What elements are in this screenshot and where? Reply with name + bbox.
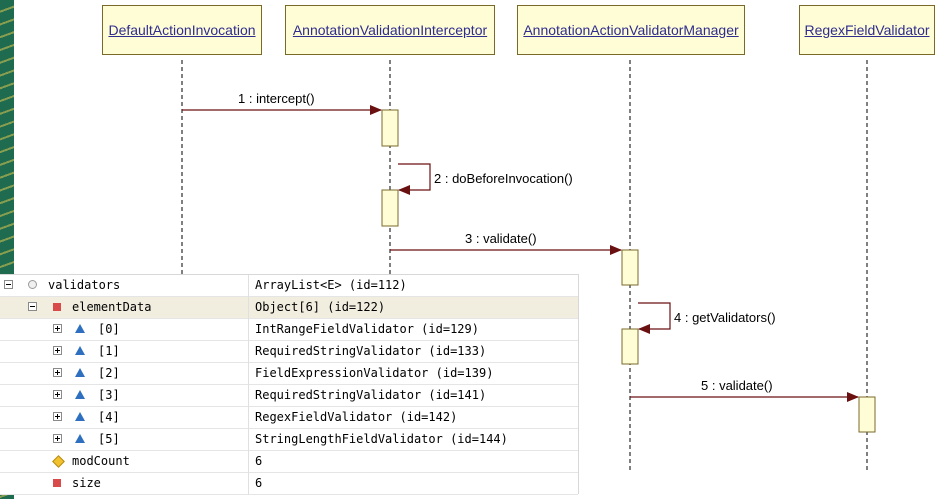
- expand-icon[interactable]: [53, 412, 62, 421]
- variable-name: elementData: [72, 300, 152, 314]
- tree-row-element-5[interactable]: [5] StringLengthFieldValidator (id=144): [0, 429, 578, 451]
- lifeline-regex-field-validator[interactable]: RegexFieldValidator: [799, 5, 935, 55]
- variable-value: Object[6] (id=122): [255, 300, 386, 314]
- tree-row-element-3[interactable]: [3] RequiredStringValidator (id=141): [0, 385, 578, 407]
- lifeline-default-action-invocation[interactable]: DefaultActionInvocation: [102, 5, 262, 55]
- variables-tree-panel: validators ArrayList<E> (id=112) element…: [0, 274, 579, 495]
- variable-name: size: [72, 476, 101, 490]
- variable-name: [3]: [98, 388, 120, 402]
- lifeline-label: AnnotationActionValidatorManager: [523, 22, 739, 38]
- message-label-intercept: 1 : intercept(): [238, 91, 315, 106]
- variable-value: RegexFieldValidator (id=142): [255, 410, 458, 424]
- lifeline-annotation-validation-interceptor[interactable]: AnnotationValidationInterceptor: [285, 5, 495, 55]
- expand-icon[interactable]: [53, 368, 62, 377]
- message-label-do-before-invocation: 2 : doBeforeInvocation(): [434, 171, 573, 186]
- column-divider: [248, 297, 249, 319]
- variable-value: RequiredStringValidator (id=141): [255, 388, 487, 402]
- expand-icon[interactable]: [53, 390, 62, 399]
- variable-value: 6: [255, 454, 263, 468]
- variable-value: IntRangeFieldValidator (id=129): [255, 322, 479, 336]
- activation-box-manager-2: [621, 328, 639, 365]
- variable-value: StringLengthFieldValidator (id=144): [255, 432, 508, 446]
- field-default-icon: [28, 280, 37, 289]
- tree-row-element-4[interactable]: [4] RegexFieldValidator (id=142): [0, 407, 578, 429]
- variable-name: [4]: [98, 410, 120, 424]
- variable-value: ArrayList<E> (id=112): [255, 278, 407, 292]
- variable-value: 6: [255, 476, 263, 490]
- field-private-icon: [53, 303, 61, 311]
- column-divider: [248, 363, 249, 385]
- tree-row-element-0[interactable]: [0] IntRangeFieldValidator (id=129): [0, 319, 578, 341]
- variable-name: [1]: [98, 344, 120, 358]
- expand-icon[interactable]: [53, 324, 62, 333]
- variable-value: RequiredStringValidator (id=133): [255, 344, 487, 358]
- activation-box-interceptor-1: [381, 109, 399, 147]
- column-divider: [248, 341, 249, 363]
- message-label-validate-regex: 5 : validate(): [701, 378, 773, 393]
- lifeline-annotation-action-validator-manager[interactable]: AnnotationActionValidatorManager: [517, 5, 745, 55]
- column-divider: [248, 473, 249, 495]
- message-label-get-validators: 4 : getValidators(): [674, 310, 776, 325]
- variable-name: validators: [48, 278, 121, 292]
- tree-row-size[interactable]: size 6: [0, 473, 578, 495]
- tree-row-element-1[interactable]: [1] RequiredStringValidator (id=133): [0, 341, 578, 363]
- activation-box-interceptor-2: [381, 189, 399, 227]
- expand-icon[interactable]: [53, 346, 62, 355]
- lifeline-label: DefaultActionInvocation: [108, 22, 256, 38]
- tree-row-element-2[interactable]: [2] FieldExpressionValidator (id=139): [0, 363, 578, 385]
- message-arrow-do-before-invocation: [398, 163, 431, 195]
- message-label-validate: 3 : validate(): [465, 231, 537, 246]
- field-protected-icon: [75, 346, 85, 355]
- tree-row-element-data[interactable]: elementData Object[6] (id=122): [0, 297, 578, 319]
- variable-value: FieldExpressionValidator (id=139): [255, 366, 494, 380]
- column-divider: [248, 319, 249, 341]
- field-protected-icon: [75, 390, 85, 399]
- expand-icon[interactable]: [53, 434, 62, 443]
- collapse-icon[interactable]: [4, 280, 13, 289]
- variable-name: [0]: [98, 322, 120, 336]
- collapse-icon[interactable]: [28, 302, 37, 311]
- field-protected-icon: [75, 434, 85, 443]
- tree-row-mod-count[interactable]: modCount 6: [0, 451, 578, 473]
- variable-name: [2]: [98, 366, 120, 380]
- tree-row-validators[interactable]: validators ArrayList<E> (id=112): [0, 275, 578, 297]
- activation-box-regex-validator: [858, 396, 876, 433]
- field-protected-icon: [75, 368, 85, 377]
- variable-name: [5]: [98, 432, 120, 446]
- message-arrow-get-validators: [638, 302, 671, 334]
- column-divider: [248, 385, 249, 407]
- column-divider: [248, 407, 249, 429]
- variable-name: modCount: [72, 454, 130, 468]
- lifeline-label: AnnotationValidationInterceptor: [292, 22, 488, 38]
- field-private-icon: [53, 479, 61, 487]
- column-divider: [248, 275, 249, 297]
- field-package-icon: [52, 455, 65, 468]
- field-protected-icon: [75, 412, 85, 421]
- field-protected-icon: [75, 324, 85, 333]
- column-divider: [248, 451, 249, 473]
- lifeline-label: RegexFieldValidator: [804, 22, 930, 38]
- activation-box-manager-1: [621, 249, 639, 286]
- column-divider: [248, 429, 249, 451]
